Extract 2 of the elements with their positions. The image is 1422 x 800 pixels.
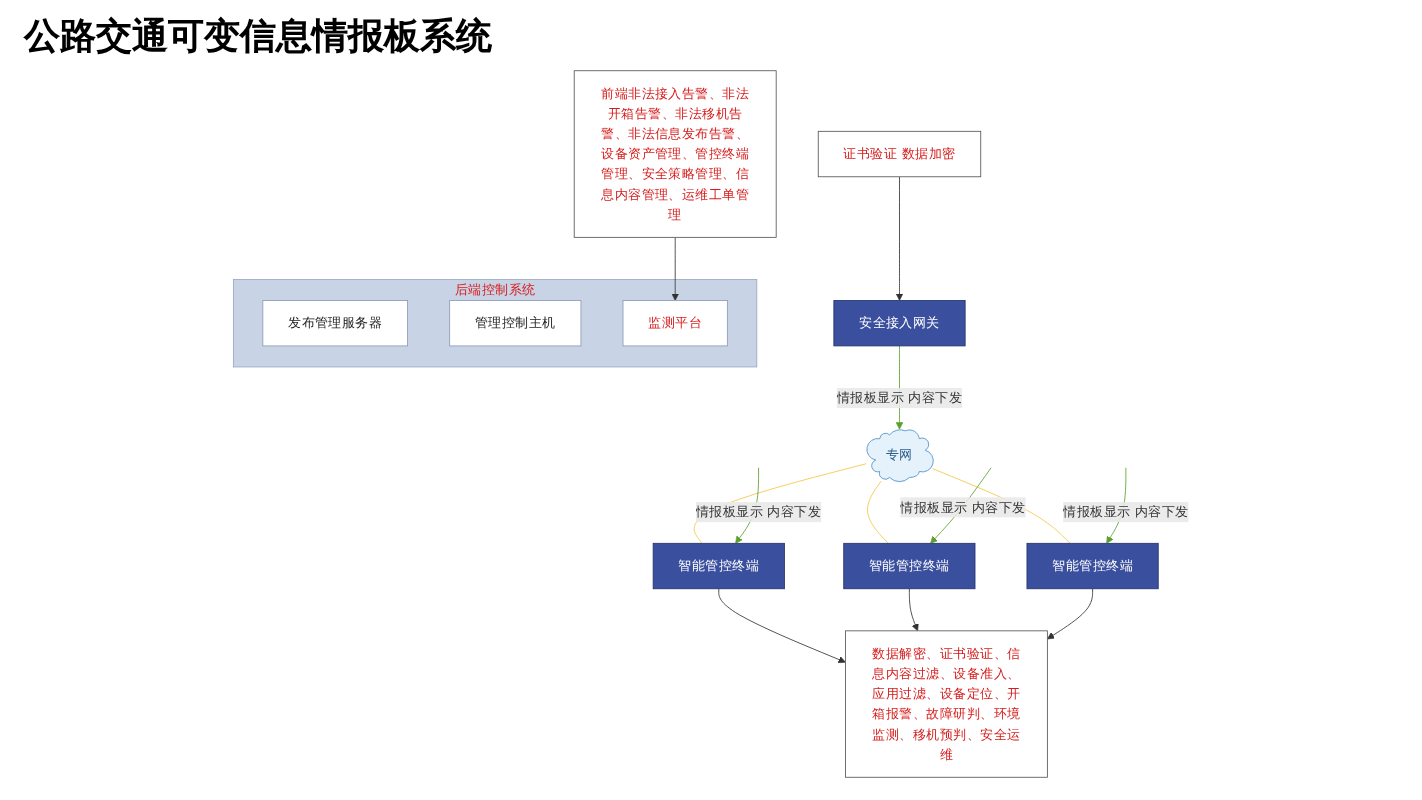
diagram-title: 公路交通可变信息情报板系统 <box>24 14 494 60</box>
connector <box>867 480 889 544</box>
